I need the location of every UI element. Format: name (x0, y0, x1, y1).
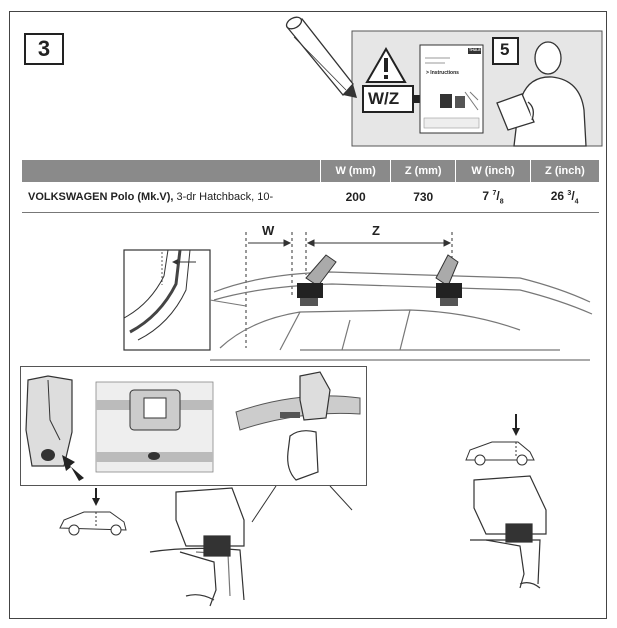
header-z-mm: Z (mm) (390, 160, 456, 182)
header-w-inch: W (inch) (455, 160, 531, 182)
w-inch-value: 7 7/8 (455, 182, 531, 213)
w-mm-value: 200 (320, 182, 391, 213)
w-inch-den: 8 (499, 198, 504, 206)
page-frame (9, 11, 607, 619)
w-dimension-label: W (262, 223, 275, 238)
page-ref-box (492, 37, 519, 65)
dimension-markers (245, 232, 453, 348)
table-header-row: W (mm) Z (mm) W (inch) Z (inch) (22, 160, 599, 182)
header-w-mm: W (mm) (319, 160, 391, 182)
z-inch-den: 4 (574, 198, 579, 206)
booklet-title: > Instructions (426, 70, 459, 76)
warning-icon (365, 46, 407, 83)
mounting-detail-inset (20, 366, 367, 486)
z-inch-num: 3 (567, 189, 572, 197)
foot-on-roof-left (149, 487, 245, 607)
w-inch-num: 7 (492, 189, 497, 197)
rack-foot-left (297, 254, 337, 306)
callout-line (251, 485, 277, 523)
instruction-booklet (419, 44, 484, 134)
arrow-down-icon (92, 488, 100, 506)
rack-foot-right (435, 254, 462, 306)
header-vehicle (22, 160, 321, 182)
vehicle-cell: VOLKSWAGEN Polo (Mk.V), 3-dr Hatchback, … (22, 182, 321, 213)
person-reading-icon (496, 41, 587, 147)
vehicle-model: VOLKSWAGEN Polo (Mk.V), (28, 191, 174, 203)
windshield-detail (123, 249, 247, 351)
car-side-icon-left (59, 511, 127, 536)
foot-on-roof-right (470, 475, 547, 589)
wz-label: W/Z (368, 89, 400, 108)
w-inch-whole: 7 (482, 188, 490, 203)
booklet-brand: THULE (469, 48, 481, 52)
z-mm-value: 730 (390, 182, 456, 213)
z-dimension-label: Z (372, 223, 380, 238)
arrow-down-icon (512, 414, 520, 436)
page-ref-number: 5 (500, 40, 510, 59)
fit-spec-table: W (mm) Z (mm) W (inch) Z (inch) VOLKSWAG… (22, 160, 599, 213)
callout-line (329, 485, 353, 511)
table-row: VOLKSWAGEN Polo (Mk.V), 3-dr Hatchback, … (22, 182, 599, 213)
header-z-inch: Z (inch) (529, 160, 599, 182)
z-inch-value: 26 3/4 (530, 182, 599, 213)
vehicle-detail: 3-dr Hatchback, 10- (173, 191, 274, 203)
car-side-icon-right (465, 441, 535, 466)
z-inch-whole: 26 (550, 188, 565, 203)
pencil-icon (285, 16, 357, 98)
car-roof-outline (210, 271, 593, 361)
step-number: 3 (24, 33, 64, 65)
